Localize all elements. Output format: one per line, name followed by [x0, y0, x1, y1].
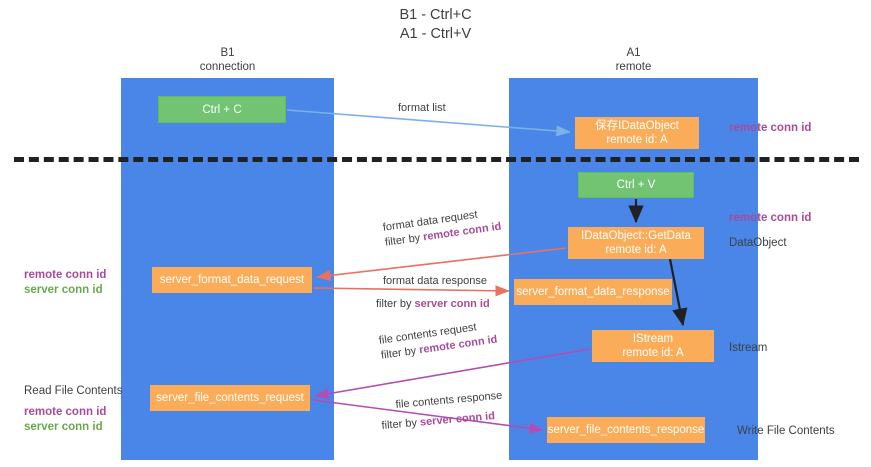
annotation-left-server-conn-id-2: server conn id [24, 421, 103, 433]
box-server-file-contents-response[interactable]: server_file_contents_response [547, 417, 705, 443]
edge-label-format-list-text: format list [398, 102, 446, 114]
box-server-format-data-request[interactable]: server_format_data_request [152, 267, 312, 293]
box-server-format-data-request-label: server_format_data_request [159, 274, 305, 286]
box-server-format-data-response-label: server_format_data_response [516, 286, 670, 298]
box-ctrl-v[interactable]: Ctrl + V [578, 172, 694, 198]
box-server-format-data-response[interactable]: server_format_data_response [514, 279, 672, 305]
filter-by-prefix: filter by [384, 231, 425, 249]
edge-label-format-data-request: format data request filter by remote con… [382, 205, 502, 251]
edge-label-format-data-response-filter: filter by server conn id [376, 297, 490, 312]
annotation-right-write-file-contents: Write File Contents [737, 424, 835, 439]
box-istream-remote-id: remote id: A [622, 347, 684, 359]
lane-header-a1: A1 remote [509, 46, 758, 74]
annotation-right-remote-conn-id-top: remote conn id [729, 121, 811, 136]
annotation-right-write-file-contents-text: Write File Contents [737, 425, 835, 437]
box-idataobject-label: 保存IDataObject [595, 120, 679, 132]
box-server-file-contents-request-label: server_file_contents_request [156, 392, 304, 404]
annotation-right-remote-conn-id-mid: remote conn id [729, 211, 811, 226]
box-ctrl-c-label: Ctrl + C [202, 103, 242, 116]
phase-divider [14, 157, 859, 162]
annotation-left-read-file-contents: Read File Contents [24, 385, 123, 397]
box-idataobject-getdata[interactable]: IDataObject::GetData remote id: A [568, 227, 704, 259]
box-idataobject[interactable]: 保存IDataObject remote id: A [575, 117, 699, 149]
title-line-2: A1 - Ctrl+V [399, 26, 472, 42]
edge-label-format-data-response-text: format data response [383, 275, 487, 287]
edge-label-file-contents-response-filter: filter by server conn id [381, 409, 496, 434]
filter-by-prefix: filter by [381, 416, 421, 432]
annotation-right-dataobject: DataObject [729, 236, 787, 251]
annotation-left-read-file-contents-group: Read File Contents remote conn id server… [24, 384, 122, 435]
filter-key-server-conn-id: server conn id [414, 298, 490, 310]
box-istream-label: IStream [632, 333, 674, 345]
filter-by-prefix: filter by [380, 344, 421, 362]
annotation-right-dataobject-text: DataObject [729, 237, 787, 249]
annotation-right-istream: Istream [729, 341, 767, 356]
lane-header-a1-subtitle: remote [615, 61, 652, 73]
lane-header-a1-name: A1 [626, 47, 641, 59]
lane-header-b1-name: B1 [220, 47, 235, 59]
edge-label-file-contents-request: file contents request filter by remote c… [378, 318, 498, 364]
annotation-left-remote-conn-id-2: remote conn id [24, 406, 107, 418]
box-server-file-contents-response-label: server_file_contents_response [547, 424, 705, 436]
lane-header-b1-subtitle: connection [199, 61, 256, 73]
edge-label-file-contents-response-text: file contents response [395, 389, 503, 411]
lane-header-b1: B1 connection [121, 46, 334, 74]
page-title: B1 - Ctrl+C A1 - Ctrl+V [0, 6, 871, 44]
annotation-left-server-conn-id: server conn id [24, 284, 103, 296]
box-istream[interactable]: IStream remote id: A [592, 330, 714, 362]
filter-key-server-conn-id: server conn id [419, 410, 496, 429]
edge-label-format-list: format list [398, 101, 446, 116]
box-server-file-contents-request[interactable]: server_file_contents_request [150, 385, 310, 411]
title-line-1: B1 - Ctrl+C [399, 7, 472, 23]
filter-by-prefix: filter by [376, 298, 415, 310]
box-ctrl-c[interactable]: Ctrl + C [158, 96, 286, 123]
annotation-right-istream-text: Istream [729, 342, 768, 354]
box-getdata-label: IDataObject::GetData [581, 230, 691, 242]
annotation-left-conn-ids-top: remote conn id server conn id [24, 268, 106, 298]
box-getdata-remote-id: remote id: A [605, 244, 667, 256]
edge-label-format-data-response: format data response [383, 274, 487, 289]
annotation-right-remote-conn-id-mid-text: remote conn id [729, 212, 812, 224]
box-idataobject-remote-id: remote id: A [606, 134, 668, 146]
annotation-right-remote-conn-id-top-text: remote conn id [729, 122, 812, 134]
annotation-left-remote-conn-id: remote conn id [24, 269, 107, 281]
box-ctrl-v-label: Ctrl + V [616, 179, 656, 191]
